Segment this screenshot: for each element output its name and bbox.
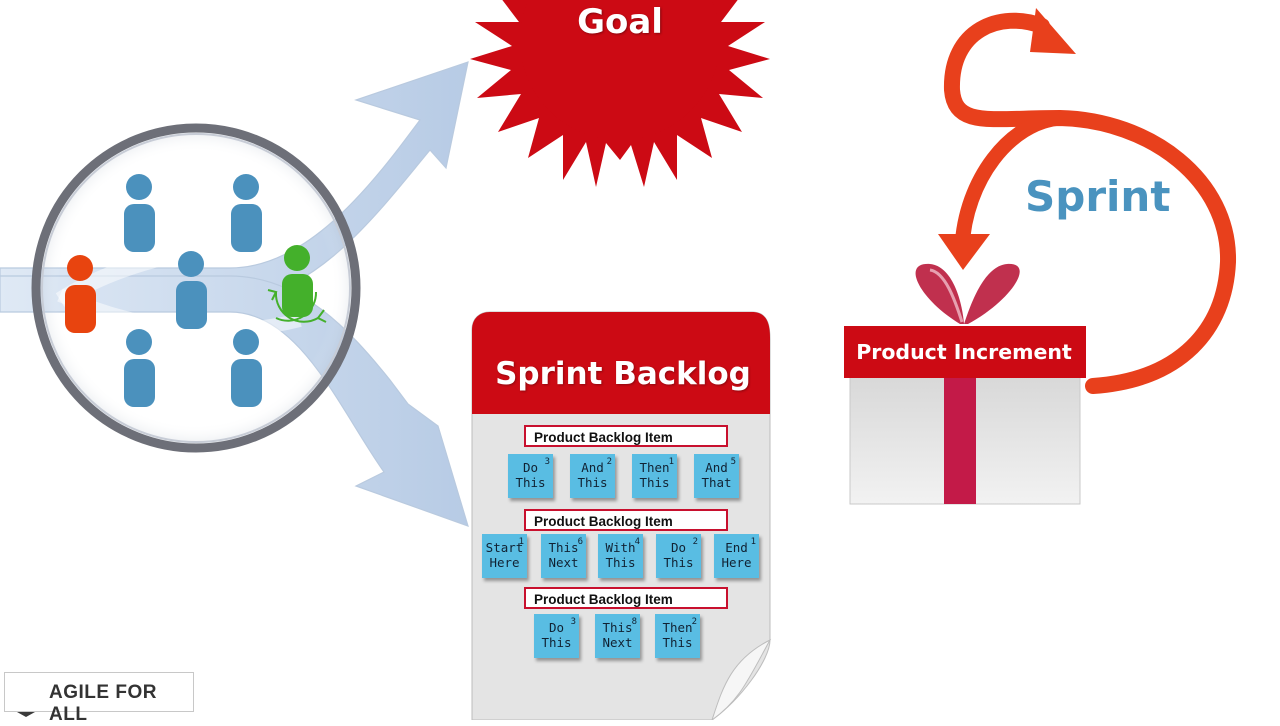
product-backlog-item-1: Product Backlog Item bbox=[524, 425, 728, 447]
task-note-number: 2 bbox=[606, 457, 612, 467]
task-note-text: With This bbox=[605, 540, 636, 570]
task-note-number: 5 bbox=[730, 457, 736, 467]
logo-text: AGILE FOR ALL bbox=[49, 682, 157, 725]
product-backlog-item-2: Product Backlog Item bbox=[524, 509, 728, 531]
sprint-label: Sprint bbox=[1025, 172, 1171, 221]
task-note-number: 2 bbox=[691, 617, 697, 627]
product-increment-gift bbox=[844, 263, 1086, 505]
task-note-text: And This bbox=[577, 460, 608, 490]
team-member-5 bbox=[231, 329, 262, 407]
task-note-number: 8 bbox=[631, 617, 637, 627]
task-note-number: 2 bbox=[692, 537, 698, 547]
task-note-text: Do This bbox=[515, 460, 546, 490]
task-note-number: 1 bbox=[668, 457, 674, 467]
task-note-text: Then This bbox=[639, 460, 670, 490]
task-note-text: End Here bbox=[721, 540, 752, 570]
task-note-text: Start Here bbox=[485, 540, 524, 570]
agile-for-all-logo: AGILE FOR ALL bbox=[4, 672, 194, 725]
task-note-text: Then This bbox=[662, 620, 693, 650]
team-member-2 bbox=[231, 174, 262, 252]
task-note-number: 1 bbox=[518, 537, 524, 547]
task-note-text: Do This bbox=[541, 620, 572, 650]
task-note-number: 6 bbox=[577, 537, 583, 547]
product-backlog-item-3: Product Backlog Item bbox=[524, 587, 728, 609]
task-note-text: And That bbox=[701, 460, 732, 490]
product-increment-label: Product Increment bbox=[856, 340, 1072, 364]
task-note-text: This Next bbox=[602, 620, 633, 650]
task-note-number: 4 bbox=[634, 537, 640, 547]
task-note-number: 3 bbox=[570, 617, 576, 627]
task-note-text: Do This bbox=[663, 540, 694, 570]
sprint-cycle-arrow bbox=[938, 8, 1237, 394]
team-member-3 bbox=[176, 251, 207, 329]
sprint-backlog-title: Sprint Backlog bbox=[495, 356, 751, 392]
team-member-1 bbox=[124, 174, 155, 252]
goal-label: Goal bbox=[577, 2, 663, 42]
task-note-text: This Next bbox=[548, 540, 579, 570]
goal-sun bbox=[470, 0, 770, 187]
task-note-number: 1 bbox=[750, 537, 756, 547]
task-note-number: 3 bbox=[544, 457, 550, 467]
team-member-4 bbox=[124, 329, 155, 407]
product-owner-figure bbox=[65, 255, 96, 333]
scrum-master-figure bbox=[267, 245, 327, 323]
